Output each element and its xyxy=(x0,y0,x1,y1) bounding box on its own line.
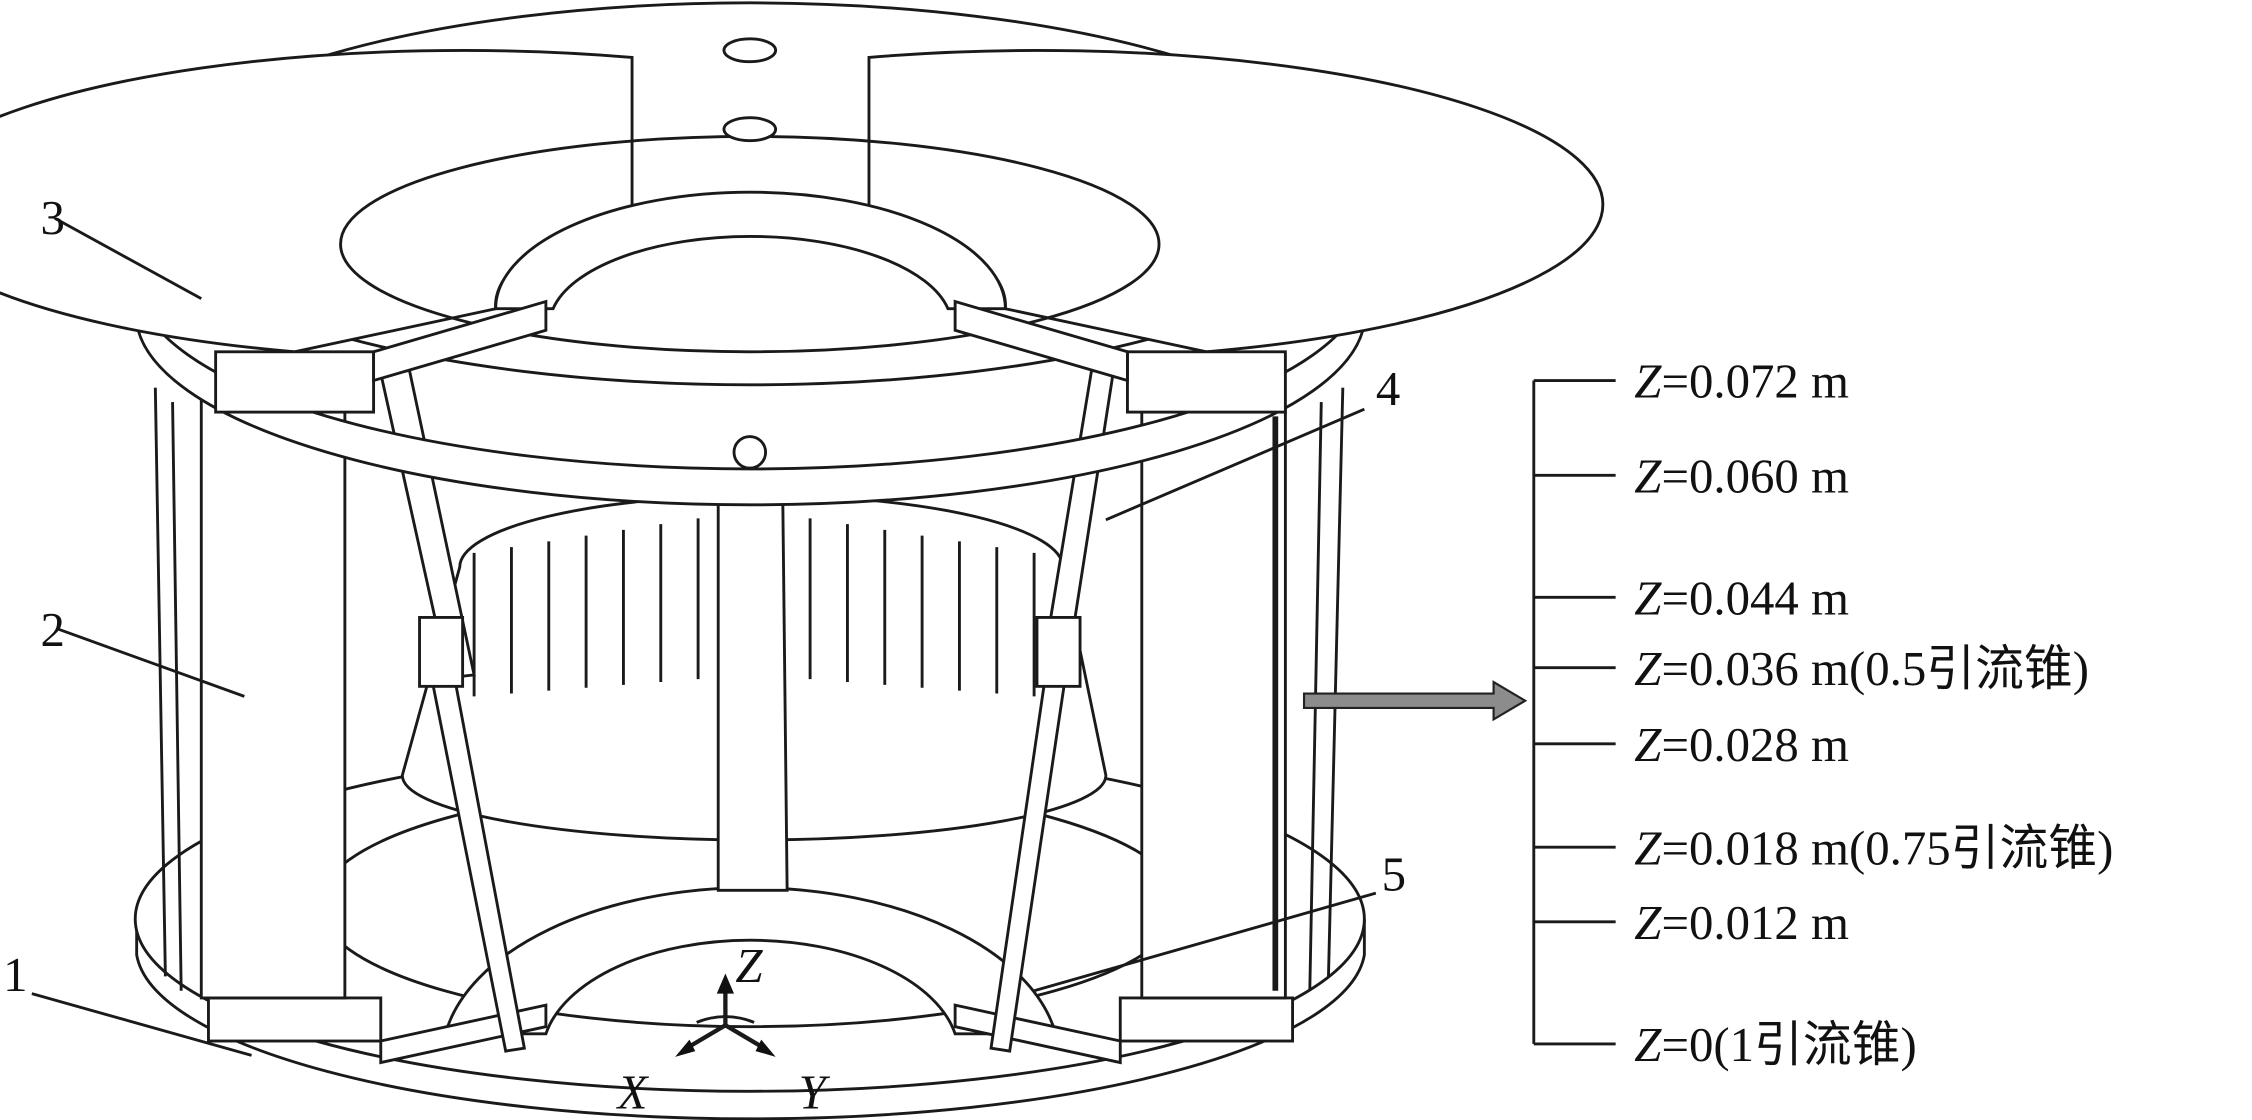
z-variable: Z xyxy=(1634,895,1662,950)
z-value: =0.018 m(0.75引流锥) xyxy=(1661,820,2113,875)
z-variable: Z xyxy=(1634,449,1662,504)
z-level-label: Z=0.028 m xyxy=(1634,717,1849,772)
z-value: =0.028 m xyxy=(1661,717,1849,772)
top-ring xyxy=(0,1,1605,507)
z-level-label: Z=0.044 m xyxy=(1634,571,1849,626)
part-leaders xyxy=(31,216,1377,1057)
part-label-2: 2 xyxy=(40,602,64,657)
z-level-label: Z=0.018 m(0.75引流锥) xyxy=(1634,820,2113,875)
support-columns xyxy=(153,387,1345,1000)
z-variable: Z xyxy=(1634,717,1662,772)
z-level-list: Z=0.072 mZ=0.060 mZ=0.044 mZ=0.036 m(0.5… xyxy=(1533,354,2113,1072)
part-label-5: 5 xyxy=(1382,846,1406,901)
z-value: =0(1引流锥) xyxy=(1661,1017,1916,1072)
z-level-label: Z=0.060 m xyxy=(1634,449,1849,504)
part-label-4: 4 xyxy=(1376,361,1400,416)
part-label-3: 3 xyxy=(40,190,64,245)
z-level-label: Z=0.072 m xyxy=(1634,354,1849,409)
z-variable: Z xyxy=(1634,641,1662,696)
z-level-label: Z=0.012 m xyxy=(1634,895,1849,950)
z-value: =0.012 m xyxy=(1661,895,1849,950)
z-variable: Z xyxy=(1634,820,1662,875)
z-value: =0.036 m(0.5引流锥) xyxy=(1661,641,2089,696)
z-value: =0.072 m xyxy=(1661,354,1849,409)
pointer-arrow xyxy=(1302,680,1528,722)
axis-label-z: Z xyxy=(735,938,763,993)
z-variable: Z xyxy=(1634,571,1662,626)
z-value: =0.060 m xyxy=(1661,449,1849,504)
z-variable: Z xyxy=(1634,1017,1662,1072)
z-value: =0.044 m xyxy=(1661,571,1849,626)
z-variable: Z xyxy=(1634,354,1662,409)
coordinate-axes xyxy=(675,973,776,1057)
part-label-1: 1 xyxy=(3,947,27,1002)
axis-label-x: X xyxy=(616,1065,650,1120)
z-level-label: Z=0.036 m(0.5引流锥) xyxy=(1634,641,2089,696)
z-level-label: Z=0(1引流锥) xyxy=(1634,1017,1916,1072)
axis-label-y: Y xyxy=(799,1065,831,1120)
